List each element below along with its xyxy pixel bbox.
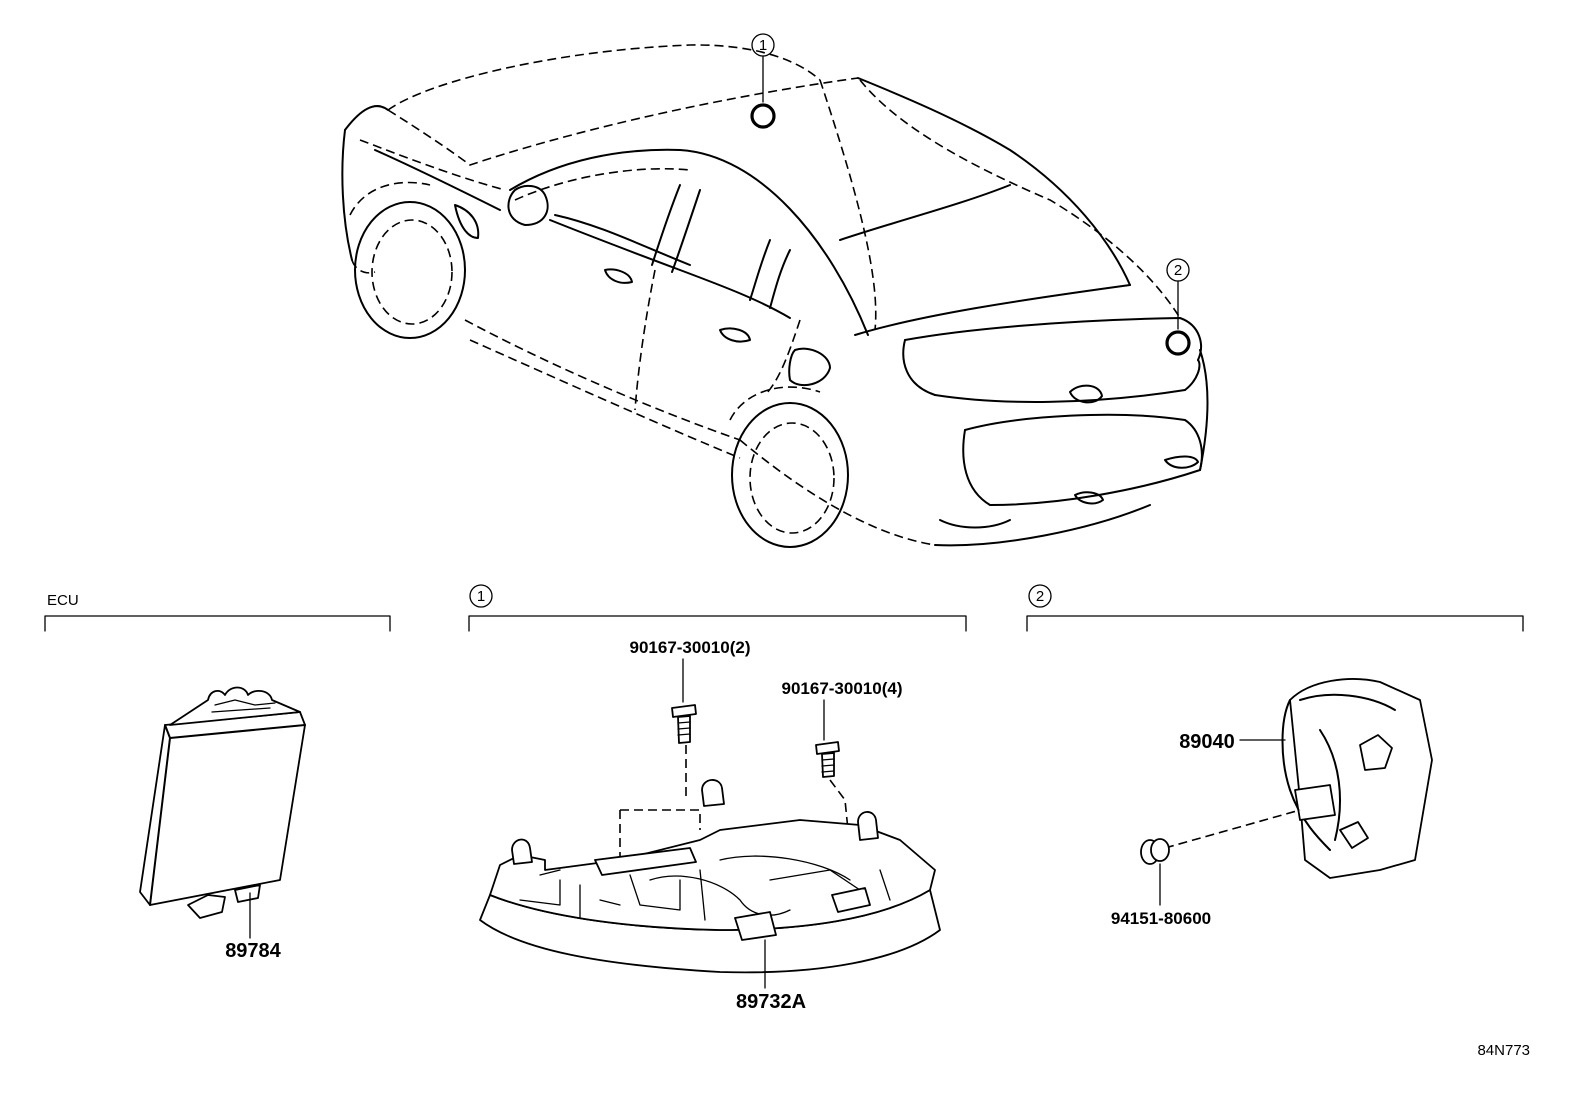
ecu-module bbox=[139, 686, 306, 919]
callout-1-number: 1 bbox=[759, 37, 767, 54]
install-line bbox=[1164, 809, 1301, 849]
clip-icon bbox=[1140, 838, 1170, 865]
screw-icon bbox=[815, 741, 840, 778]
section-1-title: 1 bbox=[477, 588, 485, 605]
antenna-assembly bbox=[1281, 678, 1433, 879]
label-89784: 89784 bbox=[225, 940, 281, 962]
label-89040: 89040 bbox=[1179, 731, 1235, 753]
label-89732A: 89732A bbox=[736, 991, 806, 1013]
vehicle-illustration bbox=[341, 44, 1209, 548]
callout-2-marker: 2 bbox=[1165, 258, 1191, 356]
callout-1-marker: 1 bbox=[750, 33, 776, 129]
section-2-title: 2 bbox=[1036, 588, 1044, 605]
section-ecu-header: ECU bbox=[44, 592, 391, 632]
section-ecu-title: ECU bbox=[47, 592, 79, 609]
map-lamp-assembly bbox=[479, 779, 941, 974]
section-1-header: 1 bbox=[468, 584, 967, 632]
screw-icon bbox=[671, 704, 697, 744]
section-2-header: 2 bbox=[1026, 584, 1524, 632]
label-90167-30010-4: 90167-30010(4) bbox=[782, 679, 903, 698]
diagram-reference-code: 84N773 bbox=[1477, 1042, 1530, 1059]
label-90167-30010-2: 90167-30010(2) bbox=[630, 638, 751, 657]
callout-2-number: 2 bbox=[1174, 262, 1182, 279]
label-94151-80600: 94151-80600 bbox=[1111, 909, 1211, 928]
